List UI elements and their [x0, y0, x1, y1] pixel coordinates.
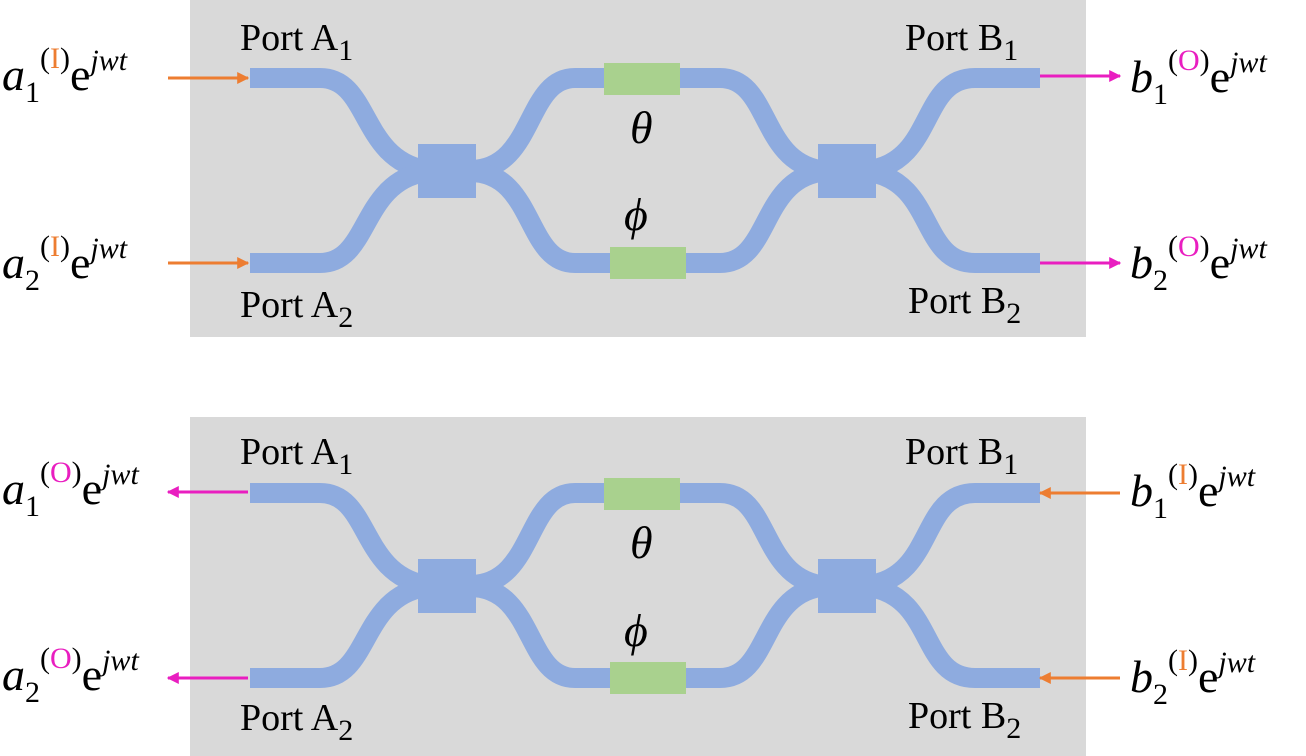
phi-label: ϕ [624, 605, 648, 656]
theta-label: θ [630, 517, 653, 568]
signal-b2-out: b2(O)ejwt [1130, 230, 1267, 297]
panel-backward: θ ϕ Port A1 Port A2 Port B1 Port B2 a1(O… [2, 417, 1256, 756]
signal-b1-out: b1(O)ejwt [1130, 44, 1267, 111]
port-b2-label: Port B2 [908, 280, 1021, 330]
panel-forward: θ ϕ Port A1 Port A2 Port B1 Port B2 a1(I… [2, 0, 1267, 337]
port-b2-label: Port B2 [908, 695, 1021, 745]
panel-background [190, 417, 1086, 756]
signal-a1-out: a1(O)ejwt [2, 456, 139, 523]
port-a2-label: Port A2 [240, 697, 353, 747]
port-a1-label: Port A1 [240, 17, 353, 67]
signal-b1-in: b1(I)ejwt [1130, 458, 1256, 525]
port-b1-label: Port B1 [905, 17, 1018, 67]
port-a1-label: Port A1 [240, 431, 353, 481]
phase-shifter-theta [604, 478, 680, 510]
port-a2-label: Port A2 [240, 284, 353, 334]
phase-shifter-phi [610, 662, 686, 694]
signal-b2-in: b2(I)ejwt [1130, 644, 1256, 711]
coupler-right [818, 144, 876, 198]
phi-label: ϕ [624, 189, 648, 240]
signal-a1-in: a1(I)ejwt [2, 42, 128, 109]
coupler-right [818, 559, 876, 613]
panel-background [190, 0, 1086, 337]
signal-a2-in: a2(I)ejwt [2, 230, 128, 297]
signal-a2-out: a2(O)ejwt [2, 642, 139, 709]
theta-label: θ [630, 102, 653, 153]
coupler-left [418, 144, 476, 198]
coupler-left [418, 559, 476, 613]
port-b1-label: Port B1 [905, 431, 1018, 481]
phase-shifter-phi [610, 247, 686, 279]
phase-shifter-theta [604, 63, 680, 95]
